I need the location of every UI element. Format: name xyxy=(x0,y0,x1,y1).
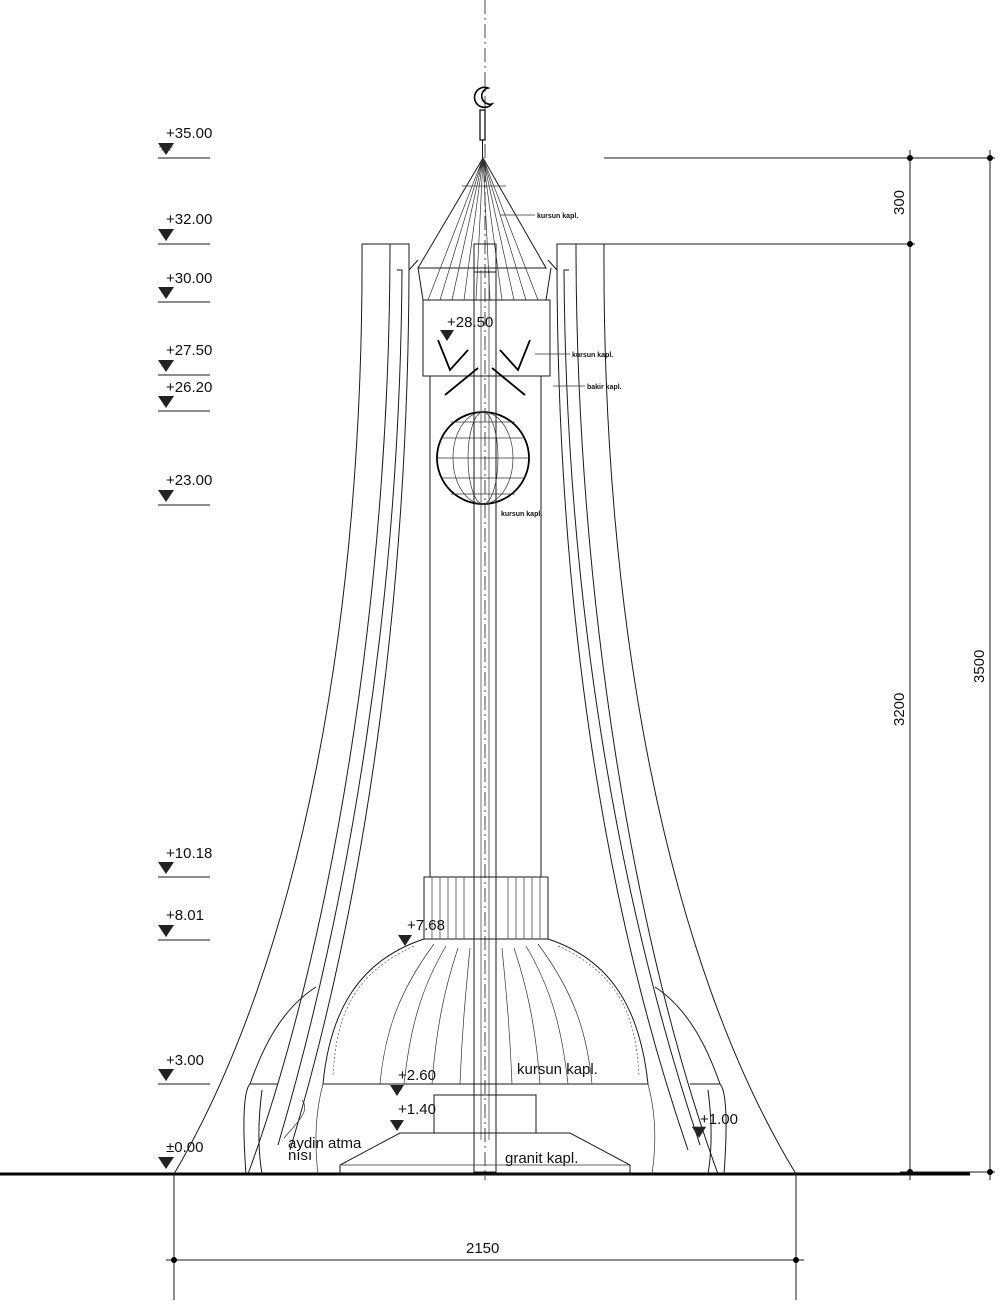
level-marker-23: +23.00 xyxy=(158,472,212,506)
note-kursun-dome: kursun kapl. xyxy=(517,1061,598,1078)
dim-total: 3500 xyxy=(971,650,988,683)
level-label: +10.18 xyxy=(166,845,212,862)
level-marker-26-2: +26.20 xyxy=(158,379,212,412)
level-label: +35.00 xyxy=(166,125,212,142)
level-label: +30.00 xyxy=(166,270,212,287)
note-kursun-globe: kursun kapl. xyxy=(501,511,542,518)
inner-level-label: +1.40 xyxy=(398,1101,436,1118)
globe xyxy=(436,411,530,505)
side-dome-left xyxy=(243,986,317,1175)
dim-shaft: 3200 xyxy=(891,693,908,726)
level-marker-0: ±0.00 xyxy=(158,1139,203,1169)
central-mast xyxy=(473,243,497,1173)
plinth: +2.60 +1.40 +1.00 xyxy=(339,1067,738,1175)
lower-collar: +7.68 xyxy=(398,876,549,946)
level-marker-8-01: +8.01 xyxy=(158,907,210,941)
inner-level-label: +28.50 xyxy=(447,314,493,331)
level-marker-27-5: +27.50 xyxy=(158,342,212,376)
main-dome xyxy=(322,938,649,1085)
crescent-finial xyxy=(473,86,495,160)
level-label: +3.00 xyxy=(166,1052,204,1069)
level-marker-3: +3.00 xyxy=(158,1052,210,1085)
note-kursun-drum: kursun kapl. xyxy=(572,352,613,359)
note-aydin-atma-1: aydin atma xyxy=(288,1135,362,1152)
note-bakir: bakir kapl. xyxy=(587,384,622,391)
level-marker-35: +35.00 xyxy=(158,125,212,159)
inner-level-label: +1.00 xyxy=(700,1111,738,1128)
annotations: kursun kapl. kursun kapl. bakir kapl. ku… xyxy=(283,213,622,1167)
level-label: +23.00 xyxy=(166,472,212,489)
level-label: ±0.00 xyxy=(166,1139,203,1156)
level-label: +32.00 xyxy=(166,211,212,228)
inner-level-label: +7.68 xyxy=(407,917,445,934)
dimension-vertical: 300 3200 3500 xyxy=(604,150,995,1180)
dim-base-width: 2150 xyxy=(466,1240,499,1257)
outer-wing-left xyxy=(173,243,419,1175)
level-label: +8.01 xyxy=(166,907,204,924)
dimension-horizontal: 2150 xyxy=(166,1174,804,1300)
upper-drum: +28.50 xyxy=(422,299,551,396)
note-kursun-cone: kursun kapl. xyxy=(537,213,578,220)
level-marker-30: +30.00 xyxy=(158,270,212,303)
note-aydin-atma-2: nısı xyxy=(288,1147,312,1164)
lower-ribs xyxy=(315,1083,656,1175)
note-granit: granit kapl. xyxy=(505,1150,578,1167)
inner-level-label: +2.60 xyxy=(398,1067,436,1084)
outer-wing-right xyxy=(547,243,797,1175)
level-marker-10-18: +10.18 xyxy=(158,845,212,878)
level-label: +26.20 xyxy=(166,379,212,396)
shaft xyxy=(429,376,542,877)
side-dome-right xyxy=(654,986,727,1175)
dim-top-cap: 300 xyxy=(891,190,908,215)
level-label: +27.50 xyxy=(166,342,212,359)
level-marker-32: +32.00 xyxy=(158,211,212,245)
